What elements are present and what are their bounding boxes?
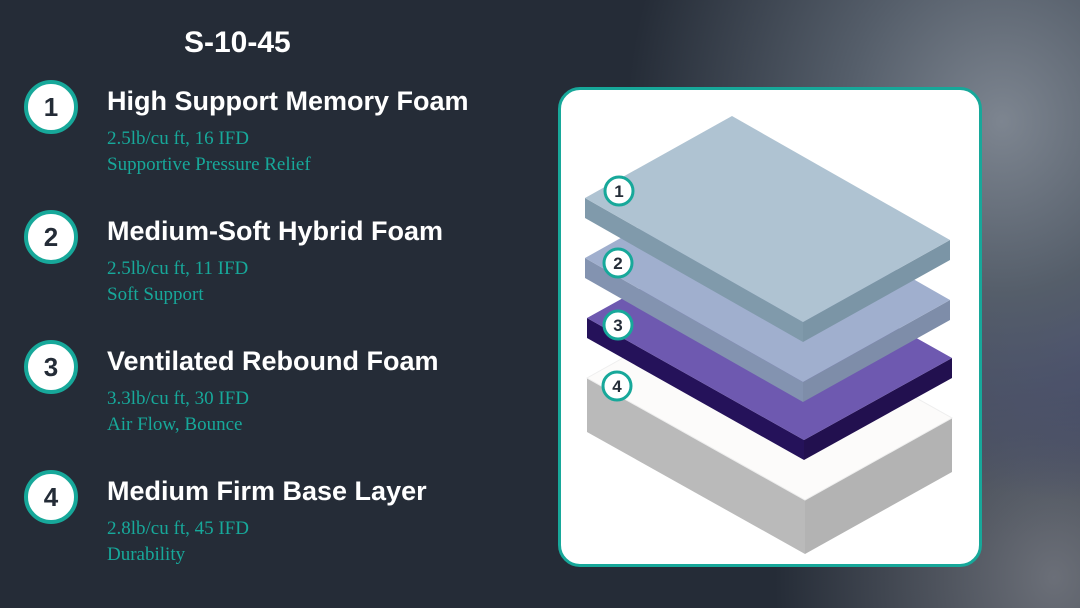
layer-name: Medium Firm Base Layer <box>107 476 427 506</box>
layer-spec: 2.5lb/cu ft, 16 IFD <box>107 128 249 149</box>
layer-spec: 3.3lb/cu ft, 30 IFD <box>107 388 249 409</box>
layer-description: Soft Support <box>107 284 204 305</box>
layer-name: Medium-Soft Hybrid Foam <box>107 216 443 246</box>
svg-text:1: 1 <box>614 182 623 201</box>
diagram-badge-2: 2 <box>602 247 634 279</box>
layer-name: High Support Memory Foam <box>107 86 469 116</box>
diagram-badge-3: 3 <box>602 309 634 341</box>
diagram-badge-4: 4 <box>601 370 633 402</box>
number-badge: 1 <box>24 80 78 134</box>
svg-text:4: 4 <box>612 377 622 396</box>
layer-description: Durability <box>107 544 186 565</box>
svg-text:2: 2 <box>613 254 622 273</box>
layer-spec: 2.8lb/cu ft, 45 IFD <box>107 518 249 539</box>
layer-description: Supportive Pressure Relief <box>107 154 311 175</box>
number-badge: 3 <box>24 340 78 394</box>
product-title: S-10-45 <box>184 26 291 59</box>
diagram-badge-1: 1 <box>603 175 635 207</box>
slab-1 <box>585 116 950 342</box>
layer-name: Ventilated Rebound Foam <box>107 346 439 376</box>
layer-spec: 2.5lb/cu ft, 11 IFD <box>107 258 249 279</box>
number-badge: 2 <box>24 210 78 264</box>
layer-description: Air Flow, Bounce <box>107 414 243 435</box>
number-badge: 4 <box>24 470 78 524</box>
svg-text:3: 3 <box>613 316 622 335</box>
